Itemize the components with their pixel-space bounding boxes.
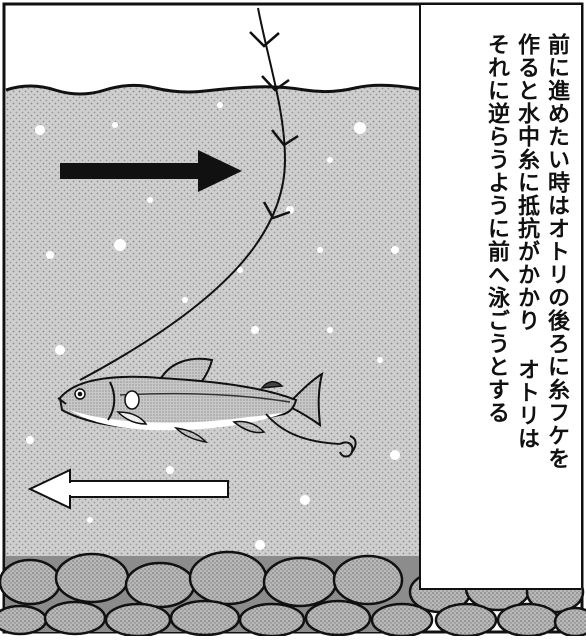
- caption-box: 前に進めたい時はオトリの後ろに糸フケを 作ると水中糸に抵抗がかかり オトリは そ…: [419, 5, 581, 590]
- water-surface: [5, 83, 420, 96]
- hook-line: [265, 413, 341, 445]
- forward-arrow: [60, 150, 242, 192]
- fishing-line: [79, 7, 287, 381]
- caption-line-3: それに逆らうように前へ泳ごうとする: [484, 33, 509, 424]
- hook-icon: [339, 435, 357, 458]
- water: [6, 85, 419, 590]
- caption-line-2: 作ると水中糸に抵抗がかかり オトリは: [514, 33, 539, 450]
- ayu-decoy-fish: [57, 357, 324, 444]
- riverbed-stones: [0, 550, 586, 638]
- water-bubbles: [26, 102, 400, 550]
- caption-text: 前に進めたい時はオトリの後ろに糸フケを 作ると水中糸に抵抗がかかり オトリは そ…: [481, 33, 571, 578]
- line-markers: [249, 31, 299, 220]
- caption-line-1: 前に進めたい時はオトリの後ろに糸フケを: [544, 33, 569, 470]
- resist-arrow: [27, 468, 229, 510]
